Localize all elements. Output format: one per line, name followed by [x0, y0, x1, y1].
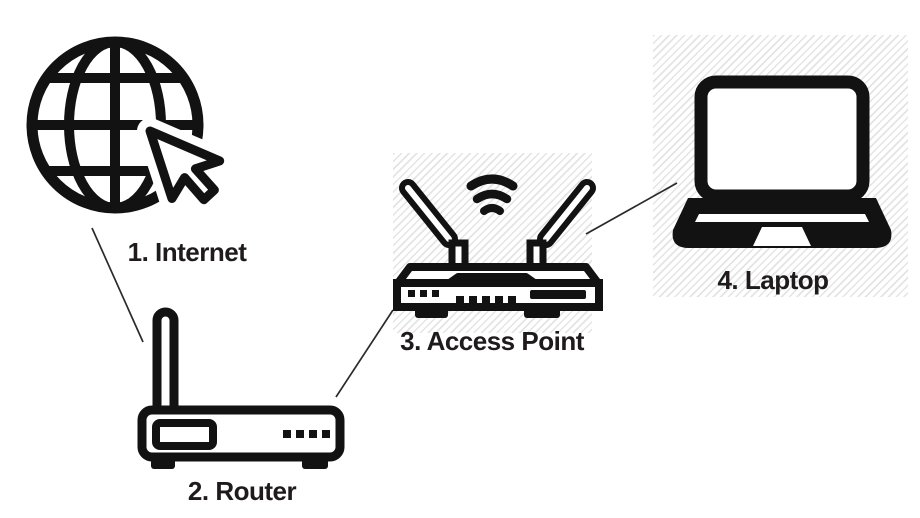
- antenna-left: [399, 179, 469, 273]
- laptop-label: 4. Laptop: [717, 265, 829, 295]
- access-point-label: 3. Access Point: [400, 326, 584, 356]
- internet-globe-cursor-icon: [26, 36, 233, 214]
- connector-accesspoint-laptop: [585, 182, 678, 235]
- antenna-right: [526, 179, 596, 273]
- connector-internet-router: [91, 227, 144, 343]
- wifi-icon: [466, 174, 518, 215]
- laptop-icon: [672, 75, 892, 248]
- connector-router-accesspoint: [335, 309, 394, 398]
- cursor-icon: [137, 118, 233, 213]
- internet-label: 1. Internet: [127, 237, 247, 267]
- router-icon: [137, 307, 345, 469]
- router-antenna: [152, 307, 179, 421]
- access-point-icon: [393, 174, 603, 318]
- router-label: 2. Router: [187, 476, 297, 506]
